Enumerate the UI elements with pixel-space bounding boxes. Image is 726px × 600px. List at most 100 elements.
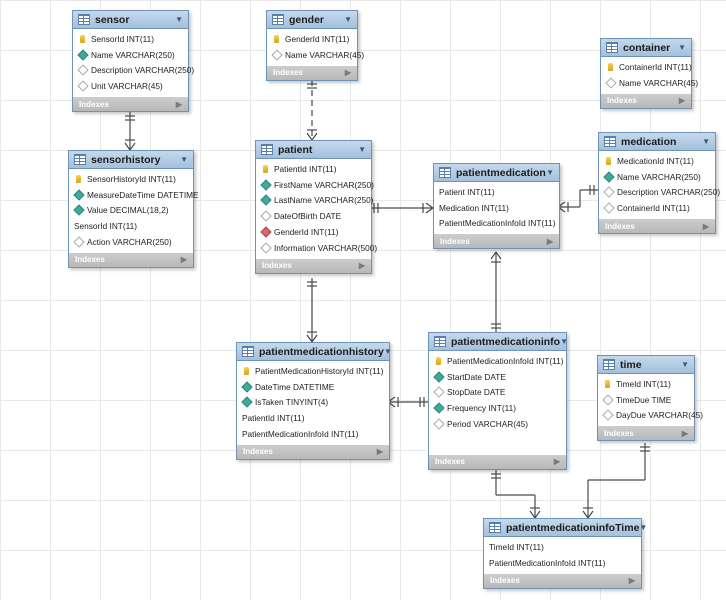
expand-indexes-icon[interactable]: ▶ — [681, 428, 688, 438]
column-row[interactable]: SensorId INT(11) — [69, 218, 193, 234]
table-title: patientmedicationinfoTime — [506, 521, 640, 534]
table-patient[interactable]: patient▼ PatientId INT(11)FirstName VARCH… — [255, 140, 377, 274]
expand-indexes-icon[interactable]: ▶ — [553, 457, 560, 467]
table-header[interactable]: gender▼ — [267, 11, 357, 29]
collapse-toggle-icon[interactable]: ▼ — [560, 337, 569, 346]
column-row[interactable]: DateOfBirth DATE — [256, 208, 371, 224]
table-patientmedicationinfoTime[interactable]: patientmedicationinfoTime▼ TimeId INT(11)… — [483, 518, 647, 589]
indexes-section[interactable]: Indexes▶ — [599, 219, 715, 234]
table-container[interactable]: container▼ ContainerId INT(11)Name VARCHA… — [600, 38, 698, 109]
collapse-toggle-icon[interactable]: ▼ — [180, 155, 188, 164]
collapse-toggle-icon[interactable]: ▼ — [383, 347, 392, 356]
column-row[interactable]: MedicationId INT(11) — [599, 153, 715, 169]
expand-indexes-icon[interactable]: ▶ — [344, 68, 351, 78]
column-row[interactable]: PatientId INT(11) — [256, 161, 371, 177]
column-row[interactable]: Medication INT(11) — [434, 200, 559, 216]
table-patientmedicationinfo[interactable]: patientmedicationinfo▼ PatientMedicationI… — [428, 332, 569, 470]
column-row[interactable]: Name VARCHAR(45) — [601, 75, 698, 91]
collapse-toggle-icon[interactable]: ▼ — [639, 523, 648, 532]
collapse-toggle-icon[interactable]: ▼ — [546, 168, 554, 177]
table-gender[interactable]: gender▼ GenderId INT(11)Name VARCHAR(45) I… — [266, 10, 364, 81]
column-row[interactable]: SensorHistoryId INT(11) — [69, 171, 193, 187]
expand-indexes-icon[interactable]: ▶ — [546, 236, 553, 246]
table-patientmedicationhistory[interactable]: patientmedicationhistory▼ PatientMedicati… — [236, 342, 392, 460]
indexes-section[interactable]: Indexes▶ — [237, 444, 389, 459]
indexes-section[interactable]: Indexes▶ — [601, 93, 691, 108]
indexes-section[interactable]: Indexes▶ — [598, 426, 694, 441]
column-row[interactable]: PatientMedicationInfoId INT(11) — [429, 353, 566, 369]
table-header[interactable]: patientmedicationinfoTime▼ — [484, 519, 647, 537]
column-row[interactable]: ContainerId INT(11) — [601, 59, 692, 75]
column-row[interactable]: TimeId INT(11) — [598, 376, 694, 392]
column-row[interactable]: Patient INT(11) — [434, 184, 559, 200]
column-row[interactable]: PatientId INT(11) — [237, 410, 389, 426]
column-row[interactable]: Description VARCHAR(250) — [599, 185, 720, 201]
collapse-toggle-icon[interactable]: ▼ — [681, 360, 689, 369]
column-row[interactable]: IsTaken TINYINT(4) — [237, 395, 389, 411]
column-row[interactable]: Value DECIMAL(18,2) — [69, 203, 193, 219]
table-header[interactable]: patientmedicationinfo▼ — [429, 333, 569, 351]
column-row[interactable]: SensorId INT(11) — [73, 31, 188, 47]
column-row[interactable]: ContainerId INT(11) — [599, 200, 715, 216]
table-header[interactable]: medication▼ — [599, 133, 715, 151]
column-row[interactable]: PatientMedicationInfoId INT(11) — [237, 426, 389, 442]
collapse-toggle-icon[interactable]: ▼ — [678, 43, 686, 52]
indexes-section[interactable]: Indexes▶ — [73, 97, 188, 112]
indexes-section[interactable]: Indexes▶ — [267, 65, 357, 80]
indexes-section[interactable]: Indexes▶ — [434, 234, 559, 249]
indexes-section[interactable]: Indexes▶ — [256, 258, 371, 273]
column-row[interactable]: Unit VARCHAR(45) — [73, 78, 188, 94]
column-row[interactable]: Frequency INT(11) — [429, 400, 566, 416]
indexes-section[interactable]: Indexes▶ — [429, 454, 566, 469]
column-row[interactable]: PatientMedicationHistoryId INT(11) — [237, 363, 389, 379]
expand-indexes-icon[interactable]: ▶ — [628, 576, 635, 586]
table-sensor[interactable]: sensor▼ SensorId INT(11)Name VARCHAR(250)… — [72, 10, 194, 113]
indexes-section[interactable]: Indexes▶ — [484, 573, 641, 588]
column-row[interactable]: MeasureDateTime DATETIME — [69, 187, 199, 203]
table-header[interactable]: patientmedication▼ — [434, 164, 559, 182]
column-row[interactable]: FirstName VARCHAR(250) — [256, 177, 374, 193]
expand-indexes-icon[interactable]: ▶ — [678, 96, 685, 106]
column-row[interactable]: DateTime DATETIME — [237, 379, 389, 395]
table-sensorhistory[interactable]: sensorhistory▼ SensorHistoryId INT(11)Mea… — [68, 150, 199, 268]
column-row[interactable]: PatientMedicationInfoId INT(11) — [434, 216, 559, 232]
collapse-toggle-icon[interactable]: ▼ — [175, 15, 183, 24]
column-row[interactable]: Action VARCHAR(250) — [69, 234, 193, 250]
expand-indexes-icon[interactable]: ▶ — [702, 221, 709, 231]
indexes-section[interactable]: Indexes▶ — [69, 252, 193, 267]
column-row[interactable]: Name VARCHAR(45) — [267, 47, 364, 63]
column-marker — [72, 236, 85, 248]
column-row[interactable]: PatientMedicationInfoId INT(11) — [484, 555, 641, 571]
expand-indexes-icon[interactable]: ▶ — [175, 99, 182, 109]
table-header[interactable]: sensorhistory▼ — [69, 151, 193, 169]
primary-key-icon — [606, 156, 611, 165]
collapse-toggle-icon[interactable]: ▼ — [344, 15, 352, 24]
table-header[interactable]: container▼ — [601, 39, 691, 57]
column-row[interactable]: GenderId INT(11) — [267, 31, 357, 47]
table-header[interactable]: time▼ — [598, 356, 694, 374]
collapse-toggle-icon[interactable]: ▼ — [702, 137, 710, 146]
column-row[interactable]: StartDate DATE — [429, 369, 566, 385]
column-row[interactable]: GenderId INT(11) — [256, 224, 371, 240]
column-row[interactable]: StopDate DATE — [429, 385, 566, 401]
collapse-toggle-icon[interactable]: ▼ — [358, 145, 366, 154]
table-header[interactable]: patientmedicationhistory▼ — [237, 343, 392, 361]
column-row[interactable]: Period VARCHAR(45) — [429, 416, 566, 432]
expand-indexes-icon[interactable]: ▶ — [376, 447, 383, 457]
expand-indexes-icon[interactable]: ▶ — [358, 261, 365, 271]
column-marker — [78, 34, 87, 43]
table-patientmedication[interactable]: patientmedication▼ Patient INT(11)Medicat… — [433, 163, 560, 250]
column-row[interactable]: Name VARCHAR(250) — [599, 169, 715, 185]
table-medication[interactable]: medication▼ MedicationId INT(11)Name VARC… — [598, 132, 720, 235]
column-row[interactable]: Description VARCHAR(250) — [73, 63, 194, 79]
table-header[interactable]: sensor▼ — [73, 11, 188, 29]
column-row[interactable]: TimeDue TIME — [598, 392, 694, 408]
column-row[interactable]: TimeId INT(11) — [484, 539, 641, 555]
column-row[interactable]: Name VARCHAR(250) — [73, 47, 188, 63]
column-row[interactable]: Information VARCHAR(500) — [256, 240, 377, 256]
table-header[interactable]: patient▼ — [256, 141, 371, 159]
column-row[interactable]: LastName VARCHAR(250) — [256, 193, 373, 209]
column-row[interactable]: DayDue VARCHAR(45) — [598, 408, 703, 424]
expand-indexes-icon[interactable]: ▶ — [180, 255, 187, 265]
